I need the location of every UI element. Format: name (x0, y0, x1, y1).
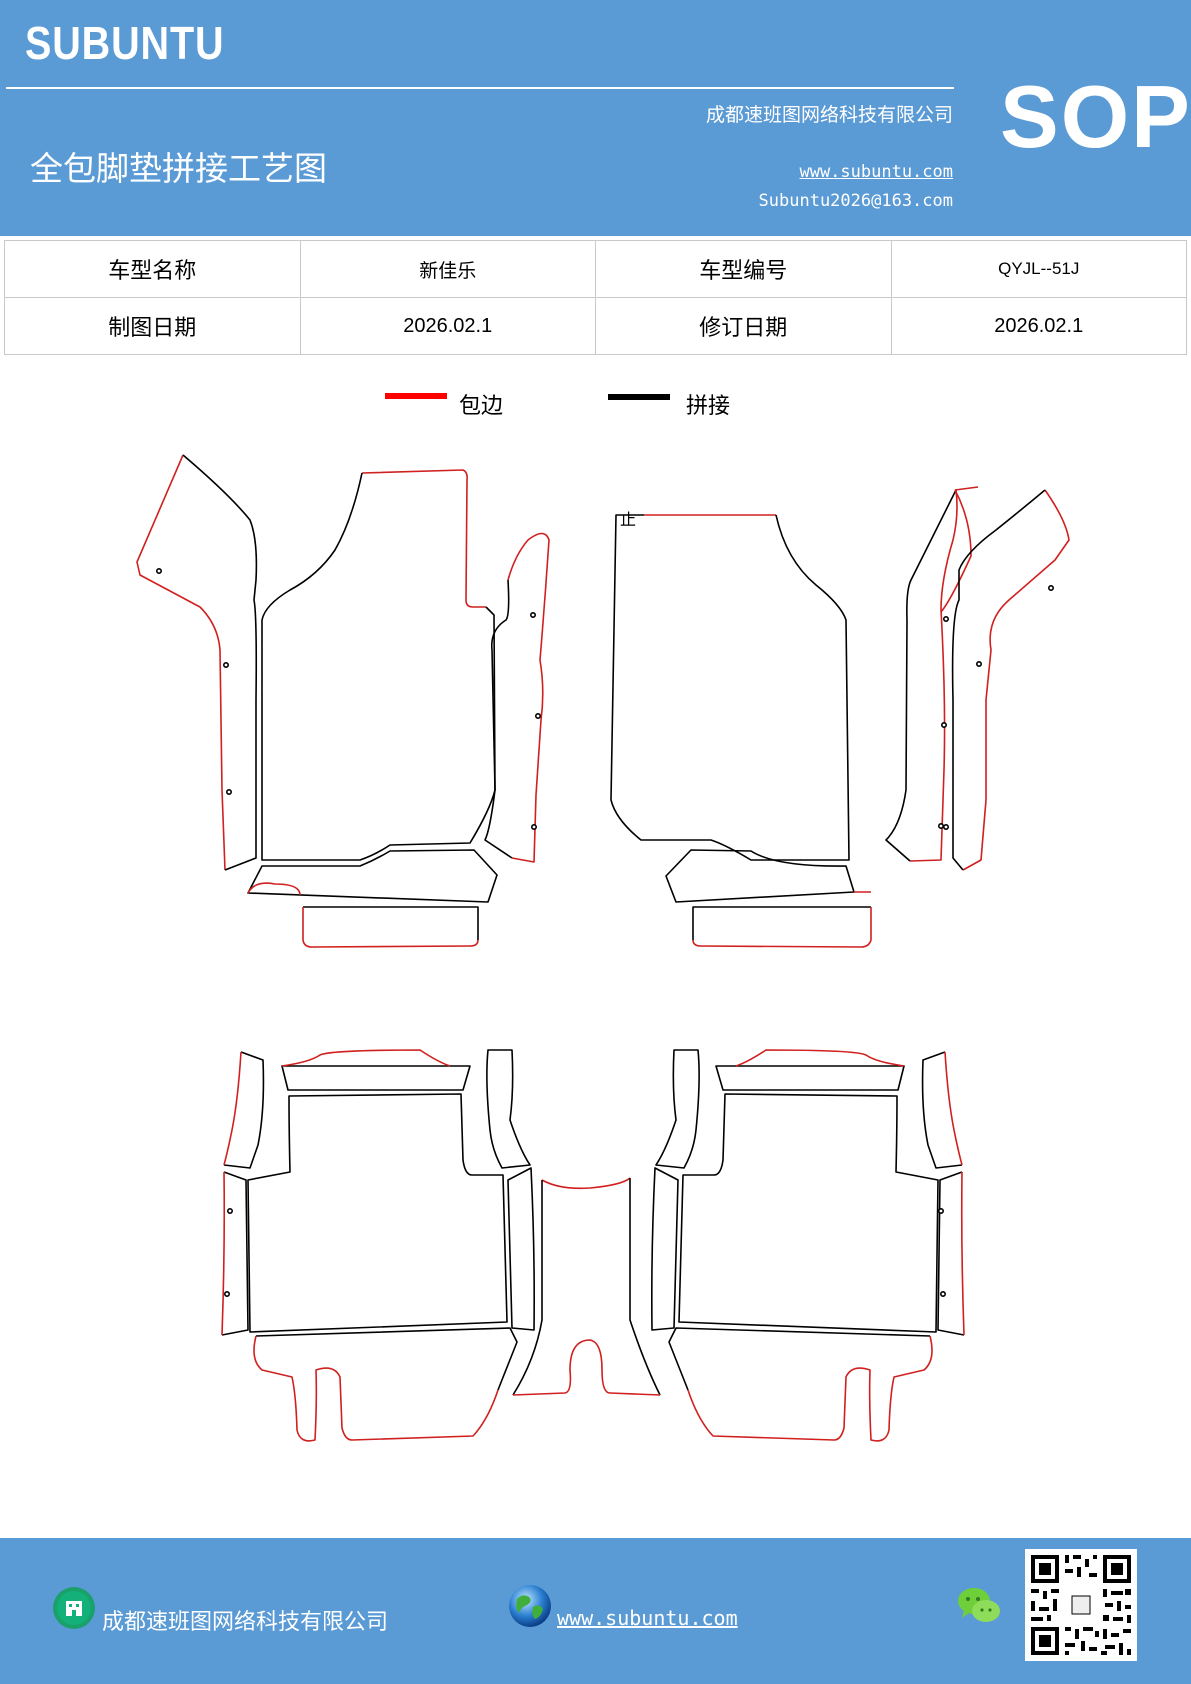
rear-left-inner-lower-strip (507, 1167, 535, 1331)
table-row: 制图日期 2026.02.1 修订日期 2026.02.1 (4, 297, 1187, 355)
sop-badge: SOP (1000, 67, 1191, 166)
footer-website-link[interactable]: www.subuntu.com (557, 1606, 738, 1630)
header-email: Subuntu2026@163.com (758, 191, 953, 211)
front-left-tunnel-piece (507, 532, 550, 863)
front-right-mat-set (610, 486, 1070, 948)
legend-seam-label: 拼接 (686, 394, 731, 419)
qr-code-icon (1025, 1549, 1137, 1661)
header-company: 成都速班图网络科技有限公司 (705, 104, 953, 126)
draw-date-label: 制图日期 (4, 297, 301, 355)
draw-date-value: 2026.02.1 (299, 297, 596, 355)
legend-seam-swatch (608, 394, 670, 400)
footer-company: 成都速班图网络科技有限公司 (102, 1610, 389, 1635)
rear-right-mat-set (651, 1049, 965, 1442)
front-left-mat-set (136, 454, 550, 948)
footer-banner: 成都速班图网络科技有限公司 www.subuntu.com (0, 1538, 1191, 1684)
front-left-main-piece (361, 469, 486, 608)
drawing-note: 止 (620, 510, 636, 529)
revise-date-value: 2026.02.1 (890, 297, 1187, 355)
info-table: 车型名称 新佳乐 车型编号 QYJL--51J 制图日期 2026.02.1 修… (4, 240, 1187, 355)
rear-left-outer-strip (223, 1051, 265, 1169)
model-name-value: 新佳乐 (299, 240, 596, 298)
header-website-link[interactable]: www.subuntu.com (799, 162, 953, 182)
building-icon (53, 1587, 95, 1629)
header-banner: SUBUNTU 成都速班图网络科技有限公司 全包脚垫拼接工艺图 www.subu… (0, 0, 1191, 236)
header-divider (6, 87, 954, 89)
revise-date-label: 修订日期 (595, 297, 892, 355)
rear-left-top-trim (281, 1065, 471, 1091)
globe-icon (509, 1585, 551, 1627)
rear-left-mat-set (221, 1049, 535, 1442)
front-left-heel-piece (303, 906, 479, 940)
brand-logo: SUBUNTU (25, 17, 225, 69)
page-title: 全包脚垫拼接工艺图 (30, 149, 327, 188)
rear-left-lower-strip (221, 1171, 249, 1336)
rear-left-bottom-piece (255, 1327, 518, 1391)
rear-left-inner-strip (486, 1049, 531, 1169)
rear-left-main-piece (247, 1093, 508, 1333)
front-left-side-piece (136, 454, 226, 871)
legend-edging-swatch (385, 393, 447, 399)
rear-center-tunnel-piece (512, 1177, 661, 1396)
wechat-icon (958, 1588, 1000, 1622)
model-code-label: 车型编号 (595, 240, 892, 298)
front-left-lower-piece (247, 849, 498, 903)
legend-edging-label: 包边 (459, 394, 504, 419)
model-name-label: 车型名称 (4, 240, 301, 298)
